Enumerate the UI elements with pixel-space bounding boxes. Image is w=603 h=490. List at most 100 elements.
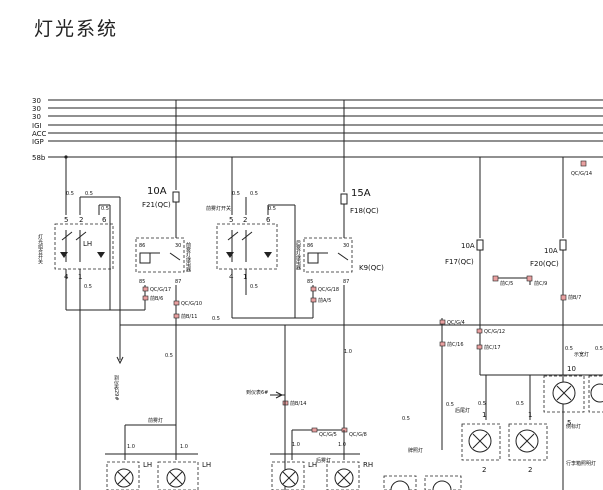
bulb-cross xyxy=(282,471,296,485)
gauge-label: 0.5 xyxy=(516,401,524,407)
diode-icon xyxy=(60,252,68,258)
lamp-housing xyxy=(508,423,548,461)
gauge-label: 0.5 xyxy=(84,284,92,290)
gauge-label: 0.5 xyxy=(478,401,486,407)
connector xyxy=(310,297,317,303)
note-switch: 前雾灯开关 xyxy=(206,205,231,212)
connector-label: 前A/5 xyxy=(318,297,331,304)
gauge-label: 1.0 xyxy=(292,442,300,448)
bus-label-igp: IGP xyxy=(32,138,44,146)
lamp-label: LH xyxy=(202,461,211,469)
relay-f21-block: 10A F21(QC) 86 30 85 87 前雾灯继电器 QC/G/17 前… xyxy=(105,100,202,460)
connector-label: QC/G/12 xyxy=(484,329,505,335)
bus-label-58b: 58b xyxy=(32,154,46,162)
arrow-icon xyxy=(275,391,284,399)
relay-contact xyxy=(169,252,181,261)
gauge-label: 0.5 xyxy=(85,191,93,197)
note-lamp-group: 后雾灯 xyxy=(316,457,331,464)
lamp-housing xyxy=(461,423,501,461)
gauge-label: 0.5 xyxy=(402,416,410,422)
page-title: 灯光系统 xyxy=(34,18,119,40)
relay-pin: 86 xyxy=(139,243,145,249)
switch-housing xyxy=(216,223,278,270)
connector-label: 前B/11 xyxy=(181,313,197,320)
gauge-label: 0.5 xyxy=(232,191,240,197)
fuse-amp: 10A xyxy=(544,247,558,255)
bus-label-acc: ACC xyxy=(32,130,47,138)
relay-pin: 87 xyxy=(343,279,349,285)
bus-label-igi: IGI xyxy=(32,122,42,130)
connector xyxy=(173,313,180,319)
pin-label: 2 xyxy=(243,216,247,224)
relay-k9-block: 15A F18(QC) 86 30 85 87 K9(QC) 后雾灯继电器 QC… xyxy=(270,100,384,464)
junction-dot xyxy=(64,155,68,159)
relay-pin: 30 xyxy=(343,243,349,249)
fuse-name: F20(QC) xyxy=(530,260,559,268)
switch-lever xyxy=(227,231,253,241)
bulb-icon xyxy=(590,383,603,403)
gauge-label: 0.5 xyxy=(446,402,454,408)
lamp-housing xyxy=(424,475,462,490)
connector xyxy=(492,275,499,282)
fuse-name: F18(QC) xyxy=(350,207,379,215)
pin-label: 6 xyxy=(266,216,271,224)
bulb-icon xyxy=(432,480,452,490)
connector xyxy=(311,427,318,433)
gauge-label: 0.5 xyxy=(250,191,258,197)
lamp-housing xyxy=(271,461,305,490)
bus-label-30a: 30 xyxy=(32,97,41,105)
bus-label-30c: 30 xyxy=(32,113,41,121)
bulb-icon xyxy=(390,480,410,490)
switch-housing xyxy=(54,223,114,270)
bulb-cross xyxy=(117,471,131,485)
lamp-pin: 2 xyxy=(482,466,486,474)
arrow-icon xyxy=(116,356,124,365)
fuse-amp: 15A xyxy=(351,188,371,199)
fuse-f17 xyxy=(476,239,484,251)
fuse-name: F21(QC) xyxy=(142,201,171,209)
note-trunk: 行李箱照明灯 xyxy=(566,460,596,467)
gauge-label: 1.0 xyxy=(127,444,135,450)
gauge-label: 0.5 xyxy=(565,346,573,352)
lamp-pin: 5 xyxy=(567,419,571,427)
diode-icon xyxy=(97,252,105,258)
bus-bars: 30 30 30 IGI ACC IGP 58b xyxy=(32,97,603,162)
connector xyxy=(439,319,446,325)
relay-pin: 86 xyxy=(307,243,313,249)
bus-label-30b: 30 xyxy=(32,105,41,113)
note-plate: 牌照灯 xyxy=(408,447,423,454)
connector-label: 前C/5 xyxy=(500,280,513,287)
right-fuse-block: 10A F17(QC) 10A F20(QC) QC/G/14 前C/5 前C/… xyxy=(402,157,603,490)
gauge-label: 0.5 xyxy=(212,316,220,322)
connector xyxy=(439,341,446,347)
connector-label: 前C/16 xyxy=(447,341,464,348)
connector-label: QC/G/10 xyxy=(181,301,202,307)
lamp-label: LH xyxy=(308,461,317,469)
connector xyxy=(142,295,149,301)
connector-label: 前C/9 xyxy=(534,280,547,287)
relay-name: K9(QC) xyxy=(359,264,384,272)
connector xyxy=(476,328,483,334)
note-marker: 示宽灯 xyxy=(574,351,589,358)
relay-housing xyxy=(135,237,185,273)
switch-lever xyxy=(61,231,87,241)
connector-label: QC/G/5 xyxy=(319,432,337,438)
diode-icon xyxy=(264,252,272,258)
connector-label: QC/G/18 xyxy=(318,287,339,293)
gauge-label: 1.0 xyxy=(338,442,346,448)
pin-label: 5 xyxy=(229,216,233,224)
fuse-f20 xyxy=(559,239,567,251)
relay-housing xyxy=(303,237,353,273)
note-to-cluster-2: 到仪表6# xyxy=(246,389,268,396)
switch-marker: LH xyxy=(83,240,92,248)
lamp-pin: 2 xyxy=(528,466,532,474)
connector-label: QC/G/4 xyxy=(447,320,465,326)
pin-label: 5 xyxy=(64,216,68,224)
fuse-f18 xyxy=(340,193,348,205)
relay-coil xyxy=(139,252,151,264)
lamp-housing xyxy=(326,461,360,490)
note-switch: 灯光组合开关 xyxy=(37,233,43,265)
fuse-amp: 10A xyxy=(461,242,475,250)
lamp-pin: 10 xyxy=(567,365,576,373)
gauge-label: 0.5 xyxy=(101,206,109,212)
